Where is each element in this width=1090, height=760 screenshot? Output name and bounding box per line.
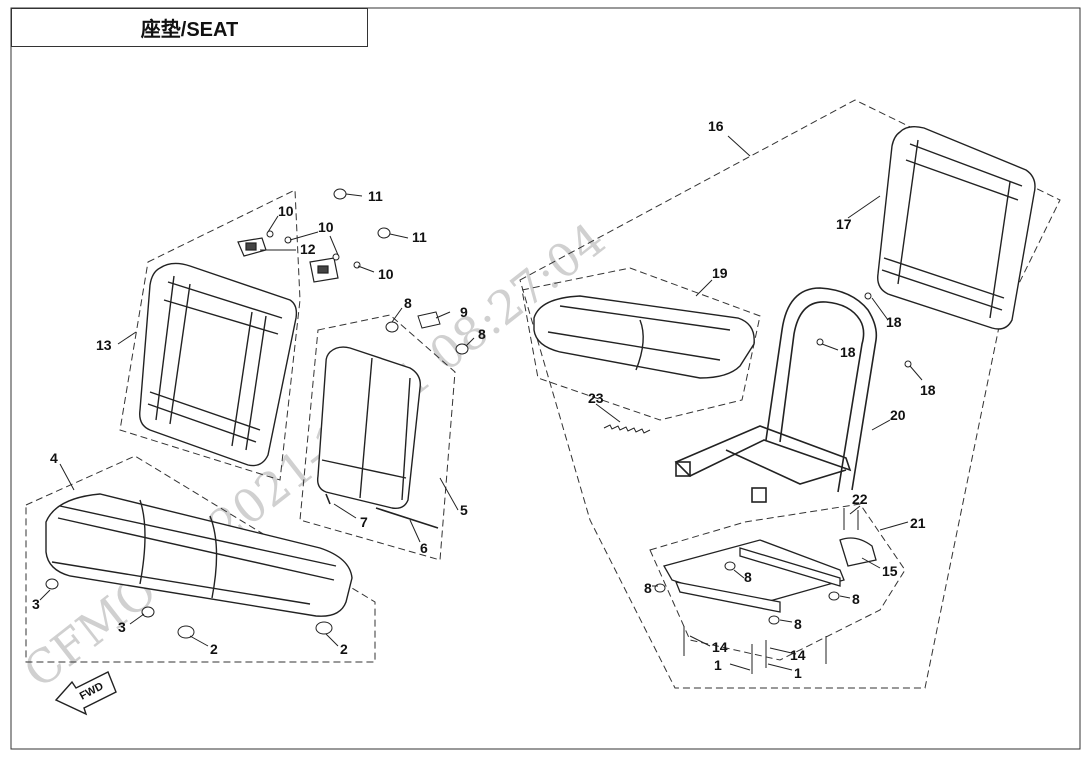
callout-18-c: 18: [920, 382, 936, 398]
callout-21: 21: [910, 515, 926, 531]
callout-10-a: 10: [278, 203, 294, 219]
callout-2-b: 2: [340, 641, 348, 657]
callout-10-c: 10: [378, 266, 394, 282]
callout-14-b: 14: [790, 647, 806, 663]
callout-17: 17: [836, 216, 852, 232]
callout-8-a: 8: [404, 295, 412, 311]
callout-14-a: 14: [712, 639, 728, 655]
callout-8-c: 8: [644, 580, 652, 596]
callout-13: 13: [96, 337, 112, 353]
callout-9: 9: [460, 304, 468, 320]
bucket-seat-group-outline: [519, 99, 1061, 689]
bracket-12-right: [309, 257, 339, 283]
bucket-cushion-19: [533, 295, 755, 379]
callout-5: 5: [460, 502, 468, 518]
svg-text:CFMOTO 2021-10-21 08:27:04: CFMOTO 2021-10-21 08:27:04: [14, 212, 616, 699]
callout-4: 4: [50, 450, 58, 466]
seat-frame-20: [674, 287, 878, 503]
callout-8-e: 8: [794, 616, 802, 632]
callout-labels: 13 4 10 11 10 12 11 10 8 9 8 5 6 7 3 3 2…: [32, 118, 936, 681]
backrest-13: [139, 262, 298, 467]
callout-2-a: 2: [210, 641, 218, 657]
seat-cushion-group-outline: [25, 455, 376, 663]
forward-direction-arrow: FWD: [54, 671, 117, 716]
sheet-border: [10, 7, 1081, 750]
slide-rail-assembly-21: [663, 537, 877, 613]
backrest-group-outline: [119, 189, 301, 481]
callout-3-b: 3: [118, 619, 126, 635]
callout-20: 20: [890, 407, 906, 423]
callout-23: 23: [588, 390, 604, 406]
callout-19: 19: [712, 265, 728, 281]
callout-1-a: 1: [714, 657, 722, 673]
callout-6: 6: [420, 540, 428, 556]
feet-2-3: [45, 578, 333, 639]
callout-8-d: 8: [744, 569, 752, 585]
fasteners-1-8-14-22: [654, 508, 859, 674]
diagram-title: 座垫/SEAT: [11, 8, 368, 47]
callout-7: 7: [360, 514, 368, 530]
hardware-8-9-6-7: [325, 311, 469, 529]
watermark: CFMOTO 2021-10-21 08:27:04: [14, 212, 616, 699]
backrest-5: [316, 346, 421, 510]
screws-18: [816, 292, 912, 368]
callout-18-a: 18: [886, 314, 902, 330]
bucket-cushion-group-outline: [521, 267, 761, 421]
bracket-12-left: [237, 237, 267, 257]
spring-23: [603, 424, 651, 434]
callout-22: 22: [852, 491, 868, 507]
bucket-backrest-17: [877, 125, 1036, 330]
callout-11-a: 11: [368, 188, 383, 204]
callout-15: 15: [882, 563, 898, 579]
callout-8-f: 8: [852, 591, 860, 607]
callout-1-b: 1: [794, 665, 802, 681]
callout-8-b: 8: [478, 326, 486, 342]
callout-10-b: 10: [318, 219, 334, 235]
callout-11-b: 11: [412, 229, 427, 245]
callout-18-b: 18: [840, 344, 856, 360]
rear-backrest-group-outline: [299, 314, 456, 561]
callout-3-a: 3: [32, 596, 40, 612]
callout-16: 16: [708, 118, 724, 134]
leader-lines: [39, 135, 923, 671]
callout-12: 12: [300, 241, 316, 257]
seat-cushion-4: [45, 493, 353, 617]
